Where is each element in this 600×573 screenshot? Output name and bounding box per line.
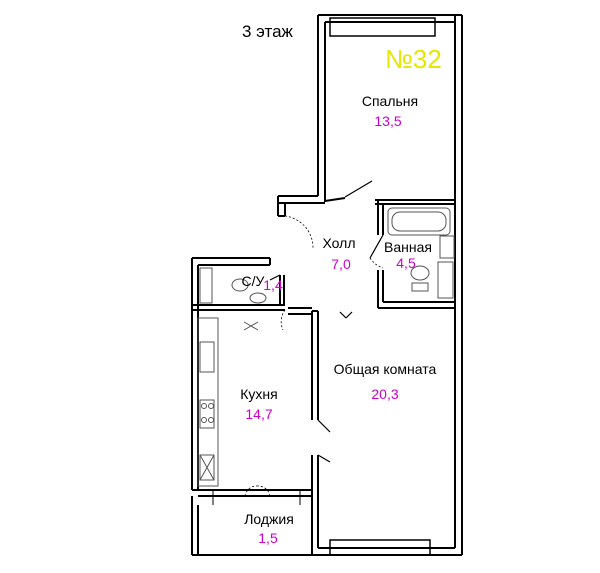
room-name-bathroom: Ванная [384, 239, 432, 255]
room-name-loggia: Лоджия [244, 511, 294, 527]
room-kitchen: Кухня 14,7 [240, 386, 277, 422]
room-hall: Холл 7,0 [323, 235, 356, 272]
windows [212, 490, 301, 505]
fixtures [197, 207, 455, 487]
room-area-kitchen: 14,7 [245, 406, 272, 422]
room-name-hall: Холл [323, 235, 356, 251]
floor-label: 3 этаж [242, 22, 294, 41]
room-bathroom: Ванная 4,5 [384, 239, 432, 271]
room-area-bathroom: 4,5 [396, 255, 416, 271]
walls [191, 14, 463, 556]
room-name-bedroom: Спальня [362, 93, 418, 109]
doors [244, 180, 384, 497]
room-name-living: Общая комната [334, 361, 437, 377]
room-name-wc: С/У [242, 273, 265, 289]
room-area-living: 20,3 [371, 386, 398, 402]
room-area-hall: 7,0 [331, 256, 351, 272]
apartment-number: №32 [385, 44, 442, 74]
room-bedroom: Спальня 13,5 [362, 93, 418, 129]
room-living: Общая комната 20,3 [334, 361, 437, 402]
room-area-bedroom: 13,5 [374, 113, 401, 129]
room-wc: С/У 1,4 [242, 273, 283, 293]
room-area-loggia: 1,5 [258, 530, 278, 546]
room-area-wc: 1,4 [263, 277, 283, 293]
room-name-kitchen: Кухня [240, 386, 277, 402]
room-loggia: Лоджия 1,5 [244, 511, 294, 546]
